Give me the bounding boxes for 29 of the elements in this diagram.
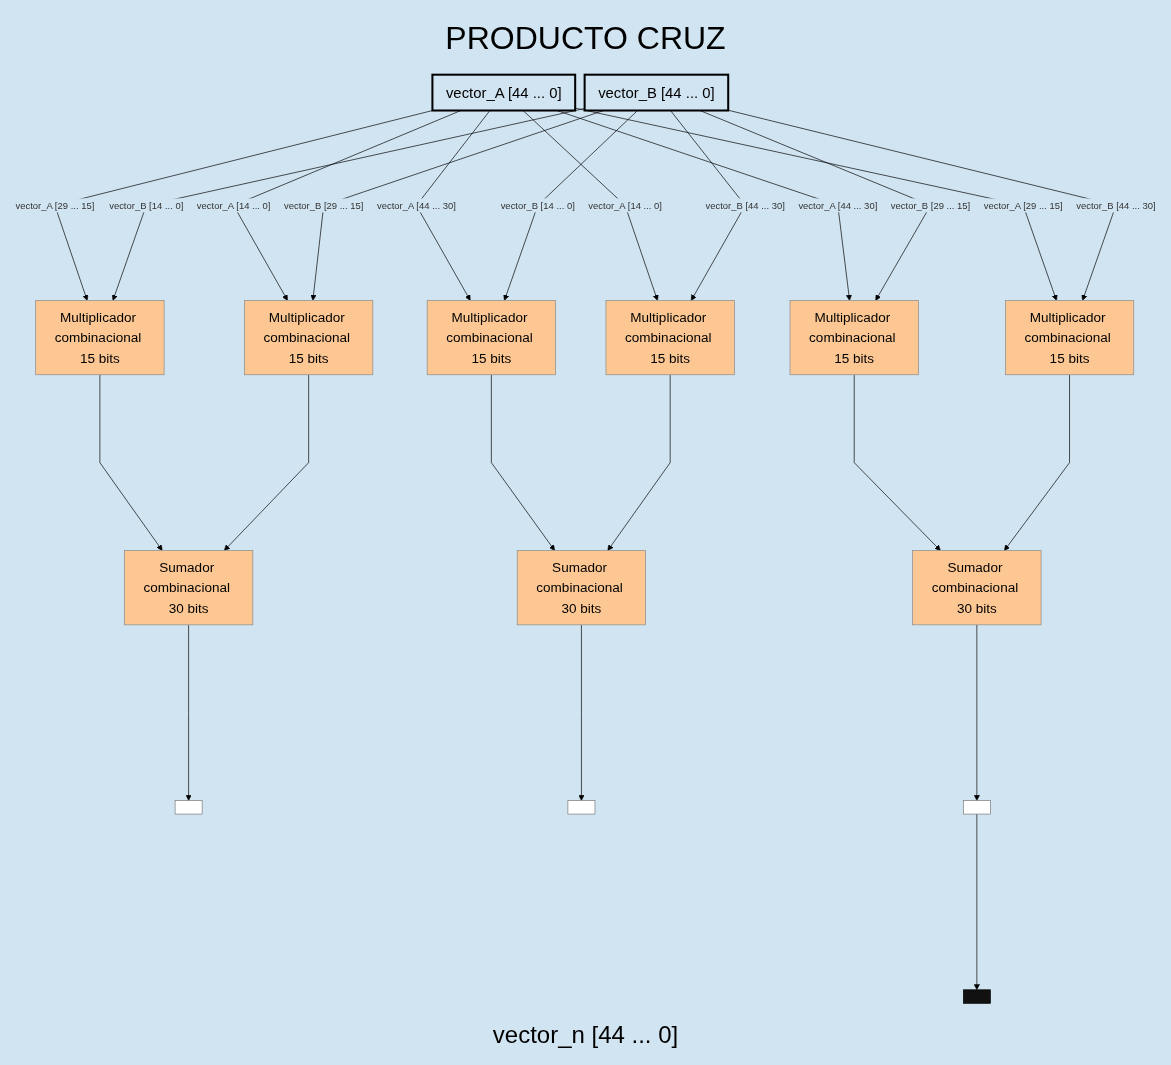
node-box: Multiplicador combinacional 15 bits bbox=[1005, 300, 1135, 376]
node-box: Sumador combinacional 30 bits bbox=[124, 550, 254, 626]
edge-label: vector_A [29 ... 15] bbox=[15, 199, 95, 211]
node-box bbox=[963, 989, 991, 1004]
node-box: Multiplicador combinacional 15 bits bbox=[426, 300, 556, 376]
edge-label: vector_A [29 ... 15] bbox=[983, 199, 1063, 211]
edge-label: vector_B [44 ... 30] bbox=[1076, 199, 1156, 211]
node-box: Multiplicador combinacional 15 bits bbox=[605, 300, 735, 376]
node-box: Sumador combinacional 30 bits bbox=[912, 550, 1042, 626]
edge-label: vector_A [14 ... 0] bbox=[196, 199, 271, 211]
edge-label: vector_B [44 ... 30] bbox=[705, 199, 785, 211]
node-box: Sumador combinacional 30 bits bbox=[516, 550, 646, 626]
edge-label: vector_B [14 ... 0] bbox=[500, 199, 575, 211]
diagram-title: PRODUCTO CRUZ bbox=[445, 20, 726, 57]
node-box: vector_B [44 ... 0] bbox=[583, 73, 730, 112]
edge-label: vector_B [14 ... 0] bbox=[109, 199, 184, 211]
node-box bbox=[963, 800, 991, 815]
node-box bbox=[174, 800, 203, 815]
edge-label: vector_A [14 ... 0] bbox=[588, 199, 662, 211]
edge-label: vector_B [29 ... 15] bbox=[890, 199, 971, 211]
edge-label: vector_A [44 ... 30] bbox=[798, 199, 878, 211]
node-box: vector_A [44 ... 0] bbox=[431, 73, 577, 112]
register-label: vector_n [44 ... 0] bbox=[492, 1021, 679, 1049]
node-box bbox=[567, 800, 596, 815]
edge-label: vector_A [44 ... 30] bbox=[376, 199, 456, 211]
node-box: Multiplicador combinacional 15 bits bbox=[244, 300, 374, 376]
node-box: Multiplicador combinacional 15 bits bbox=[789, 300, 919, 376]
node-box: Multiplicador combinacional 15 bits bbox=[35, 300, 165, 376]
edge-label: vector_B [29 ... 15] bbox=[283, 199, 364, 211]
